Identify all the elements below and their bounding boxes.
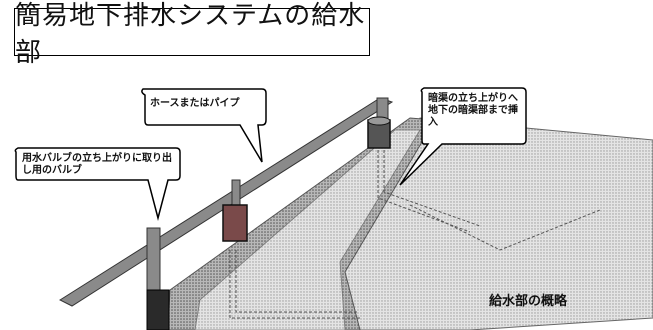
- callout-bubbles: [14, 87, 527, 221]
- valve-riser: [146, 289, 170, 330]
- callout-riser-text: 暗渠の立ち上がりへ地下の暗渠部まで挿入: [428, 93, 518, 128]
- callout-hose-text: ホースまたはパイプ: [150, 98, 240, 109]
- callout-bubble-valve: [14, 147, 181, 221]
- callout-valve-text: 用水バルブの立ち上がりに取り出し用のバルブ: [22, 153, 172, 176]
- riser-box-middle: [222, 204, 248, 242]
- underground-drain-lines: [229, 150, 601, 319]
- channel-floor: [194, 129, 421, 330]
- callout-bubble-hose: [141, 88, 267, 163]
- hose-pipe: [58, 97, 394, 307]
- diagram-caption: 給水部の概略: [489, 294, 568, 309]
- riser-pipe-middle: [231, 179, 241, 209]
- callout-bubble-riser: [399, 87, 527, 186]
- field-surface: [339, 117, 653, 330]
